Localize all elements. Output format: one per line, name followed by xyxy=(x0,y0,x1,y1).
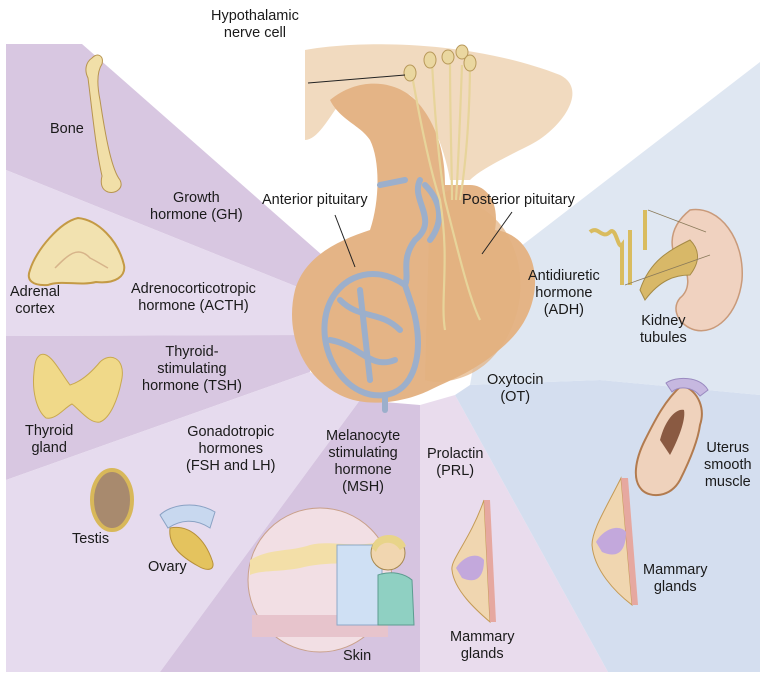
hypothalamic-leader-line xyxy=(307,74,406,84)
label-line: Mammary xyxy=(643,562,708,578)
label-skin: Skin xyxy=(343,648,371,665)
ovary-illustration xyxy=(169,526,214,570)
label-line: Skin xyxy=(343,648,372,664)
label-line: hormone xyxy=(535,285,593,301)
thyroid-illustration xyxy=(33,353,123,423)
wedge-acth xyxy=(6,170,330,336)
label-line: Anterior pituitary xyxy=(262,192,368,208)
label-line: Oxytocin xyxy=(487,372,544,388)
nerve-cell-bodies xyxy=(403,44,477,82)
label-mammary-glands-prl: Mammary glands xyxy=(450,629,514,663)
label-thyroid-gland: Thyroid gland xyxy=(25,423,73,457)
posterior-leader-line xyxy=(481,211,513,255)
label-gonadotropic-hormones: Gonadotropic hormones (FSH and LH) xyxy=(186,424,275,475)
label-line: Ovary xyxy=(148,559,187,575)
label-hypothalamic-nerve-cell: Hypothalamic nerve cell xyxy=(211,8,299,42)
kidney-zoom-line-2 xyxy=(624,254,711,286)
label-line: hormone (GH) xyxy=(150,207,243,223)
label-mammary-glands-ot: Mammary glands xyxy=(643,562,707,596)
label-testis: Testis xyxy=(72,531,109,548)
label-line: nerve cell xyxy=(223,25,286,41)
mammary-chest-wall-2 xyxy=(621,478,638,605)
label-line: Growth xyxy=(172,190,220,206)
label-line: smooth xyxy=(704,457,752,473)
label-line: Adrenocorticotropic xyxy=(131,281,256,297)
label-line: stimulating xyxy=(157,361,227,377)
mammary-lobules-2 xyxy=(596,527,626,555)
label-line: Bone xyxy=(50,121,84,137)
hypothalamic-nerve-fibers xyxy=(410,57,481,331)
label-line: (MSH) xyxy=(342,479,385,495)
label-line: gland xyxy=(31,440,67,456)
boy-shirt xyxy=(377,572,415,626)
uterine-tube xyxy=(665,377,709,397)
portal-vessels xyxy=(321,177,443,413)
label-msh: Melanocyte stimulating hormone (MSH) xyxy=(326,428,400,496)
label-line: Adrenal xyxy=(10,284,60,300)
label-line: (OT) xyxy=(500,389,531,405)
label-line: Antidiuretic xyxy=(528,268,600,284)
wedge-tsh xyxy=(6,335,310,480)
label-line: Uterus xyxy=(706,440,750,456)
testis-illustration xyxy=(90,468,134,532)
label-kidney-tubules: Kidney tubules xyxy=(640,313,687,347)
label-line: (ADH) xyxy=(543,302,584,318)
mammary-lobules-1 xyxy=(456,555,484,581)
label-ovary: Ovary xyxy=(148,559,187,576)
label-uterus-smooth-muscle: Uterus smooth muscle xyxy=(704,440,752,491)
label-line: Thyroid xyxy=(25,423,74,439)
label-line: hormone (TSH) xyxy=(142,378,242,394)
label-growth-hormone: Growth hormone (GH) xyxy=(150,190,243,224)
label-line: Mammary xyxy=(450,629,515,645)
nephron-tubule xyxy=(588,210,647,285)
kidney-zoom-line-1 xyxy=(647,209,707,233)
label-line: Gonadotropic xyxy=(187,424,275,440)
mammary-chest-wall-1 xyxy=(484,500,496,622)
label-line: Melanocyte xyxy=(326,428,401,444)
renal-pelvis xyxy=(639,239,698,301)
adrenal-medulla xyxy=(54,251,109,269)
label-line: Thyroid- xyxy=(165,344,219,360)
label-prolactin: Prolactin (PRL) xyxy=(427,446,483,480)
label-adrenal-cortex: Adrenal cortex xyxy=(10,284,60,318)
label-line: (FSH and LH) xyxy=(186,458,276,474)
label-line: Kidney xyxy=(641,313,686,329)
label-acth: Adrenocorticotropic hormone (ACTH) xyxy=(131,281,256,315)
label-oxytocin: Oxytocin (OT) xyxy=(487,372,543,406)
label-line: (PRL) xyxy=(436,463,475,479)
label-line: Hypothalamic xyxy=(211,8,299,24)
label-line: tubules xyxy=(640,330,687,346)
fallopian-tube xyxy=(159,504,216,529)
label-antidiuretic-hormone: Antidiuretic hormone (ADH) xyxy=(528,268,600,319)
label-line: stimulating xyxy=(328,445,398,461)
label-line: hormones xyxy=(198,441,263,457)
label-line: Posterior pituitary xyxy=(462,192,575,208)
label-line: glands xyxy=(653,579,697,595)
label-bone: Bone xyxy=(50,121,84,138)
label-line: muscle xyxy=(704,474,751,490)
uterus-cavity xyxy=(660,409,685,455)
wedge-prl xyxy=(420,395,608,672)
label-line: hormone xyxy=(334,462,392,478)
bone-illustration xyxy=(85,54,122,193)
label-anterior-pituitary: Anterior pituitary xyxy=(262,192,368,209)
anterior-leader-line xyxy=(334,214,356,268)
label-posterior-pituitary: Posterior pituitary xyxy=(462,192,575,209)
boy-hair xyxy=(372,534,406,552)
wedge-gh xyxy=(6,44,330,300)
label-line: cortex xyxy=(15,301,55,317)
posterior-lobe xyxy=(425,190,521,382)
label-line: glands xyxy=(460,646,504,662)
label-line: Testis xyxy=(72,531,110,547)
label-tsh: Thyroid- stimulating hormone (TSH) xyxy=(142,344,242,395)
label-line: hormone (ACTH) xyxy=(138,298,249,314)
label-line: Prolactin xyxy=(427,446,484,462)
